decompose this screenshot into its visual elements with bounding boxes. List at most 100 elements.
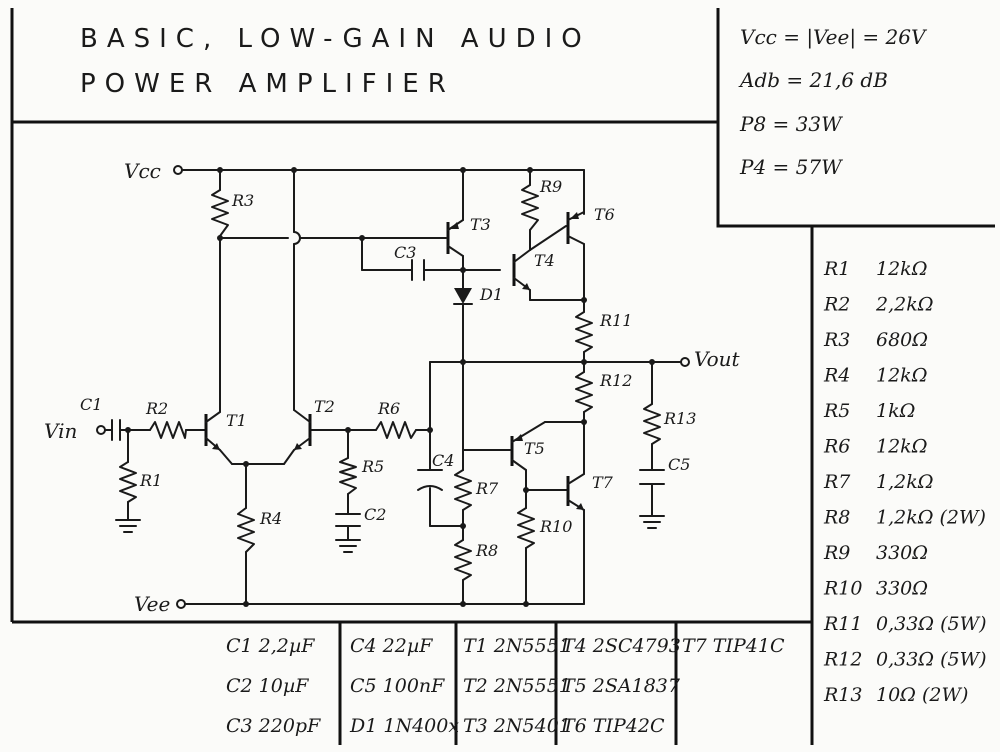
c4-label: C4 [432, 451, 454, 470]
spec-gain: Adb = 21,6 dB [738, 68, 888, 92]
c1-symbol [111, 419, 121, 441]
c4-symbol [417, 469, 443, 491]
r5-label: R5 [361, 457, 384, 476]
resistor-value-12: 0,33Ω (5W) [876, 649, 987, 671]
r4-label: R4 [259, 509, 282, 528]
resistor-ref-12: R12 [823, 649, 862, 671]
title-line-2: POWER AMPLIFIER [80, 69, 455, 99]
resistor-ref-4: R4 [823, 365, 850, 387]
r4-symbol [237, 507, 255, 553]
resistor-ref-2: R2 [823, 294, 850, 316]
resistor-ref-11: R11 [823, 613, 862, 635]
resistor-value-5: 1kΩ [876, 400, 915, 422]
parts-cell: C1 2,2µF [226, 635, 315, 657]
r7-symbol [454, 469, 472, 511]
spec-power-4ohm: P4 = 57W [739, 155, 843, 179]
r2-label: R2 [145, 399, 168, 418]
t1-label: T1 [226, 411, 247, 430]
terminals [96, 165, 690, 609]
title-line-1: BASIC, LOW-GAIN AUDIO [80, 24, 591, 54]
resistor-value-7: 1,2kΩ [876, 471, 933, 493]
t1-symbol [204, 411, 221, 451]
resistor-value-4: 12kΩ [876, 365, 927, 387]
parts-cell: T6 TIP42C [562, 715, 665, 737]
resistor-value-9: 330Ω [876, 542, 928, 564]
resistor-value-11: 0,33Ω (5W) [876, 613, 987, 635]
transistor-symbols [204, 211, 585, 511]
resistor-ref-1: R1 [823, 258, 850, 280]
ground-symbols [115, 515, 665, 553]
wires [105, 169, 681, 605]
capacitor-symbols [111, 259, 665, 527]
t3-symbol [446, 219, 464, 257]
vee-label: Vee [134, 592, 170, 616]
r13-label: R13 [663, 409, 696, 428]
r2-symbol [149, 421, 187, 439]
c2-label: C2 [364, 505, 386, 524]
resistor-ref-13: R13 [823, 684, 862, 706]
r11-symbol [575, 311, 593, 353]
r8-symbol [454, 539, 472, 581]
resistor-value-8: 1,2kΩ (2W) [876, 507, 986, 529]
c3-symbol [411, 259, 425, 281]
parts-cell: C5 100nF [350, 675, 445, 697]
specs-box: Vcc = |Vee| = 26V Adb = 21,6 dB P8 = 33W… [738, 25, 928, 179]
resistor-value-1: 12kΩ [876, 258, 927, 280]
r3-symbol [211, 189, 229, 237]
resistor-ref-3: R3 [823, 329, 850, 351]
r6-label: R6 [377, 399, 400, 418]
parts-cell: T3 2N5401 [463, 715, 571, 737]
r1-label: R1 [139, 471, 162, 490]
vcc-label: Vcc [124, 159, 161, 183]
c3-label: C3 [394, 243, 416, 262]
r8-label: R8 [475, 541, 498, 560]
r9-symbol [521, 184, 539, 231]
component-labels: Vcc Vee Vin Vout R3 R9 R11 R12 R13 R2 R6… [44, 159, 741, 616]
parts-cell: T1 2N5551 [463, 635, 571, 657]
c1-label: C1 [80, 395, 102, 414]
r12-symbol [575, 371, 593, 413]
resistor-value-13: 10Ω (2W) [876, 684, 968, 706]
d1-label: D1 [479, 285, 503, 304]
spec-supply: Vcc = |Vee| = 26V [740, 25, 928, 50]
c2-symbol [335, 513, 361, 527]
t5-label: T5 [524, 439, 545, 458]
c5-symbol [639, 469, 665, 485]
frame-lines [10, 8, 995, 745]
t2-symbol [293, 409, 312, 451]
resistor-value-2: 2,2kΩ [875, 294, 933, 316]
resistor-symbols [119, 184, 661, 581]
r3-label: R3 [231, 191, 254, 210]
t7-symbol [566, 473, 585, 511]
t4-symbol [512, 249, 531, 291]
t3-label: T3 [470, 215, 491, 234]
resistor-ref-6: R6 [823, 436, 850, 458]
r7-label: R7 [475, 479, 499, 498]
r11-label: R11 [599, 311, 632, 330]
r5-symbol [339, 457, 357, 495]
parts-cell: T4 2SC4793 [562, 635, 681, 657]
r6-symbol [375, 421, 417, 439]
vout-label: Vout [694, 347, 741, 371]
t6-symbol [566, 211, 585, 245]
parts-cell: C2 10µF [226, 675, 309, 697]
resistor-value-3: 680Ω [876, 329, 928, 351]
t2-label: T2 [314, 397, 335, 416]
t5-symbol [510, 421, 546, 471]
resistor-ref-5: R5 [823, 400, 850, 422]
parts-cell: T2 2N5551 [463, 675, 571, 697]
resistor-ref-9: R9 [823, 542, 850, 564]
r13-symbol [643, 403, 661, 445]
t4-label: T4 [534, 251, 555, 270]
diode-d1-symbol [453, 288, 473, 305]
r1-symbol [119, 461, 137, 503]
spec-power-8ohm: P8 = 33W [739, 112, 843, 136]
t7-label: T7 [592, 473, 614, 492]
parts-cell: C4 22µF [350, 635, 433, 657]
resistor-ref-7: R7 [823, 471, 851, 493]
r12-label: R12 [599, 371, 632, 390]
parts-cell: T5 2SA1837 [562, 675, 681, 697]
